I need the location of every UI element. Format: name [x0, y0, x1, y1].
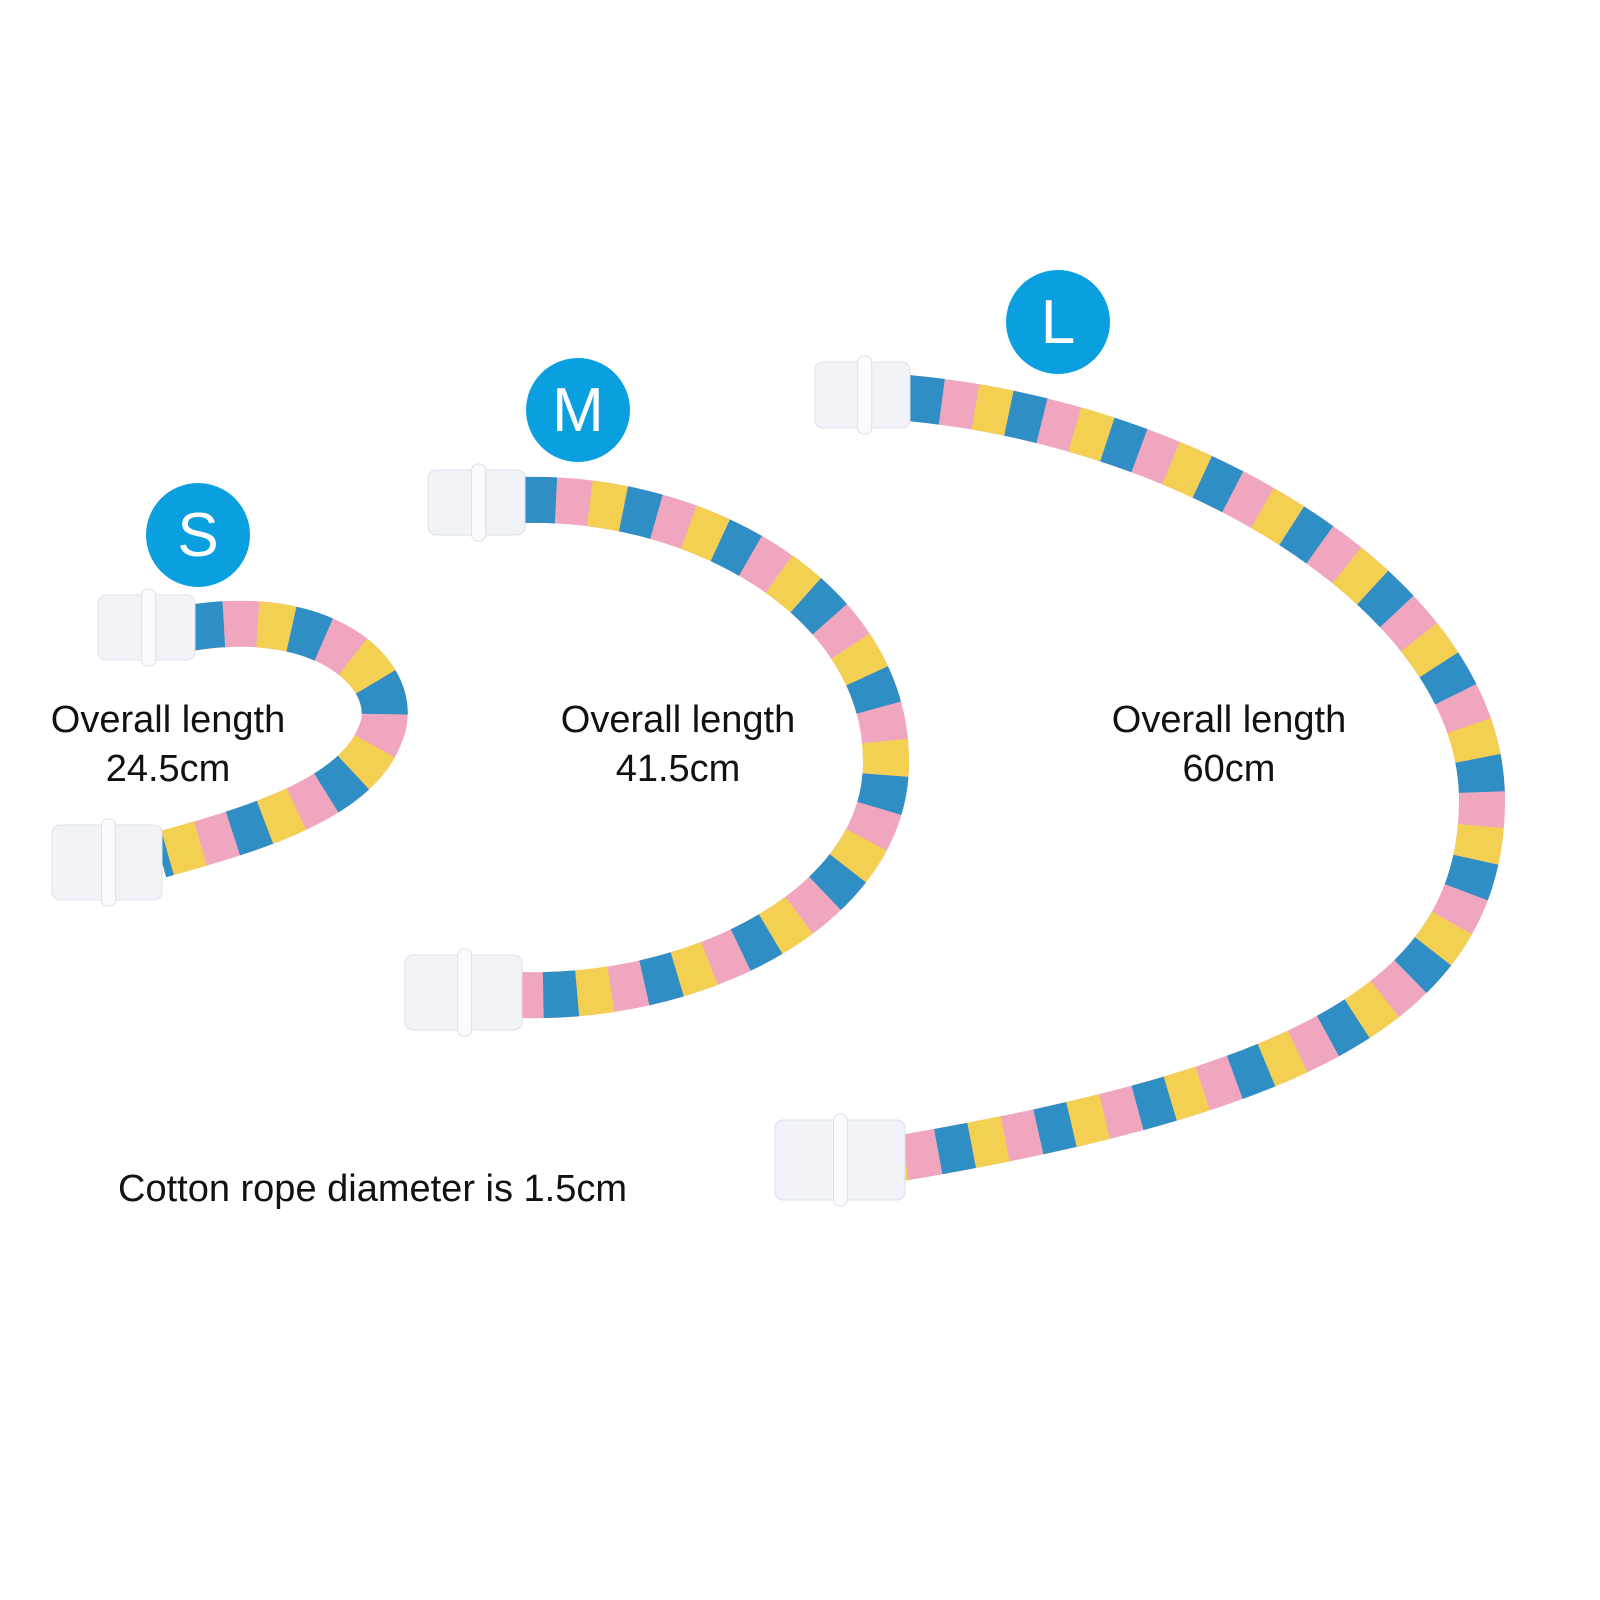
rope-strand: [898, 375, 1506, 1181]
size-l-label: Overall length 60cm: [1029, 696, 1429, 794]
length-value: 24.5cm: [105, 748, 231, 790]
rope-l: [774, 355, 1506, 1207]
length-caption: Overall length: [560, 699, 796, 741]
size-s-label: Overall length 24.5cm: [0, 696, 368, 794]
rope-strand: [519, 476, 910, 1019]
size-badge-m: M: [526, 358, 630, 462]
end-cap-ring: [141, 588, 157, 667]
rope-s: [51, 588, 408, 907]
end-cap-ring: [101, 818, 116, 907]
end-cap-ring: [471, 463, 487, 542]
rope-strand: [153, 600, 408, 878]
length-value: 60cm: [1182, 748, 1276, 790]
end-cap-ring: [857, 355, 873, 435]
length-caption: Overall length: [50, 699, 286, 741]
length-caption: Overall length: [1111, 699, 1347, 741]
rope-m: [404, 463, 910, 1037]
size-m-label: Overall length 41.5cm: [478, 696, 878, 794]
size-badge-l: L: [1006, 270, 1110, 374]
size-badge-s: S: [146, 483, 250, 587]
end-cap-ring: [833, 1113, 848, 1207]
diameter-note: Cotton rope diameter is 1.5cm: [118, 1168, 628, 1210]
length-value: 41.5cm: [615, 748, 741, 790]
end-cap-ring: [457, 948, 473, 1037]
